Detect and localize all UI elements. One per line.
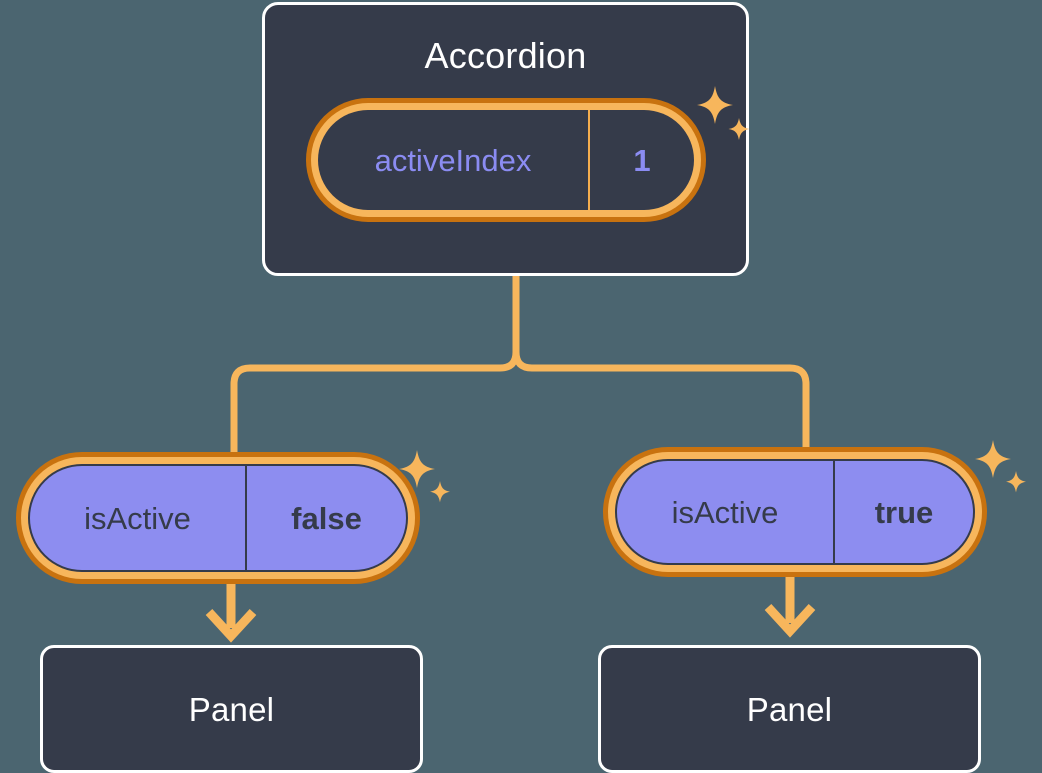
chip-value: false [245,466,406,570]
chip-body: isActive true [615,459,975,565]
page-title: Accordion [424,35,587,76]
component-card-panel-right[interactable]: Panel [598,645,981,773]
panel-title: Panel [746,690,833,728]
connector-root-to-branches [230,272,520,456]
chip-value: true [833,461,973,563]
state-chip-isactive-false[interactable]: isActive false [16,452,420,584]
chip-body: activeIndex 1 [318,110,694,210]
chip-key: activeIndex [374,142,532,178]
connector-root-to-branch-right [512,272,810,456]
state-chip-activeindex[interactable]: activeIndex 1 [306,98,706,222]
chip-key: isActive [671,494,779,530]
chip-body: isActive false [28,464,408,572]
chip-key: isActive [84,500,191,536]
chip-value: 1 [588,110,694,210]
arrow-left-chip-to-panel [205,580,257,643]
component-card-panel-left[interactable]: Panel [40,645,423,773]
state-chip-isactive-true[interactable]: isActive true [603,447,987,577]
arrow-right-chip-to-panel [764,575,816,638]
panel-title: Panel [188,690,275,728]
